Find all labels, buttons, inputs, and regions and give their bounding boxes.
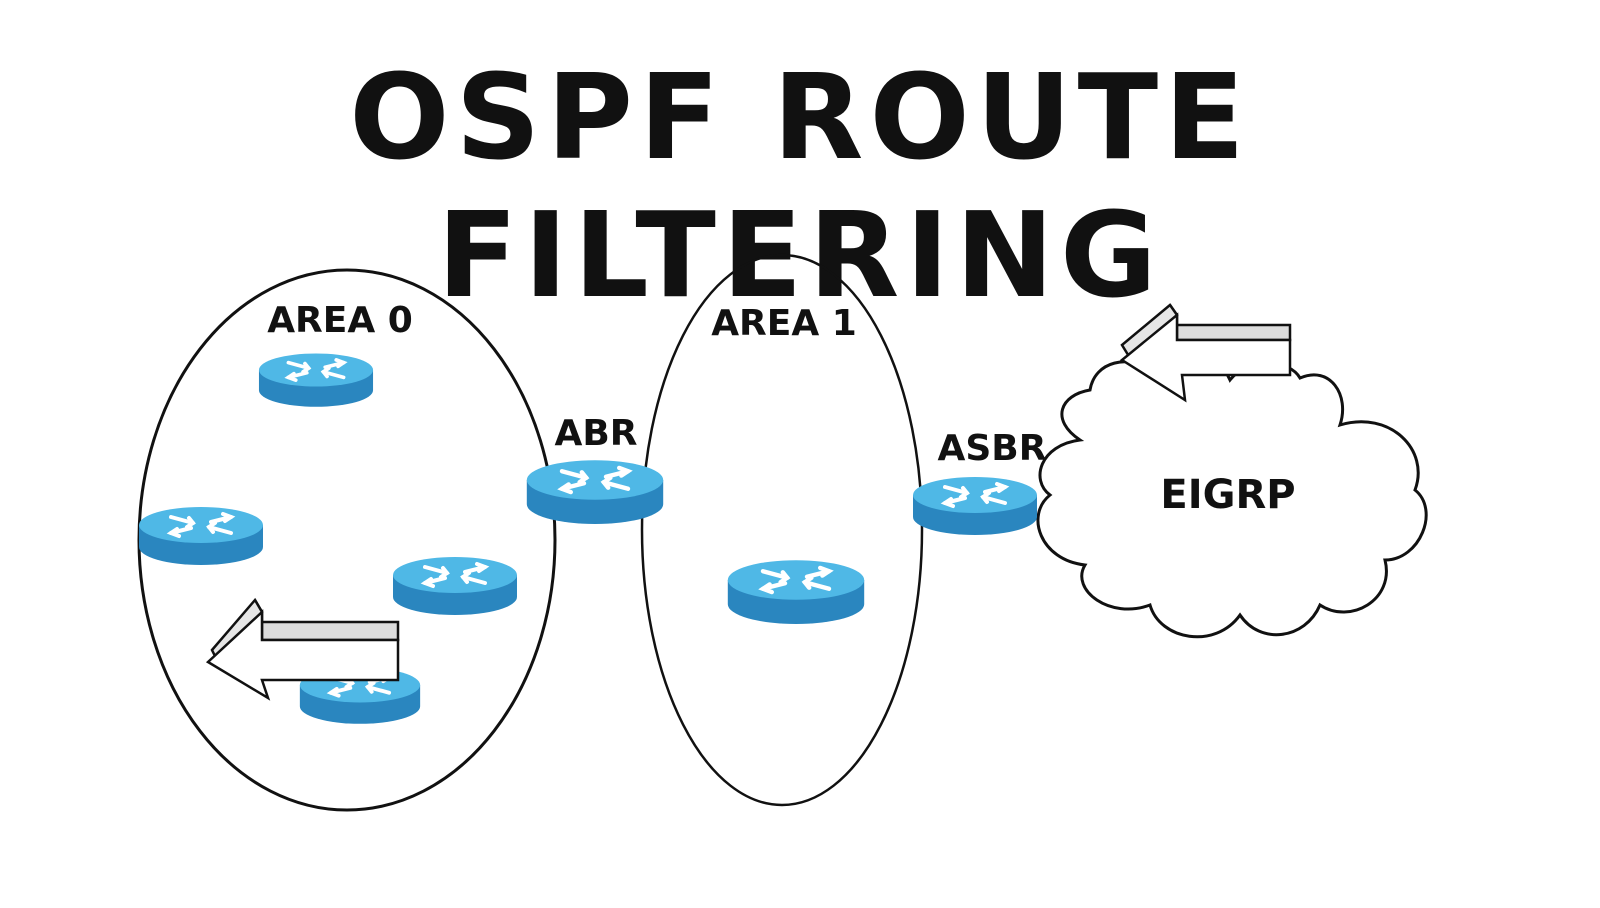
arrow-left-icon — [205, 597, 400, 701]
page-title: OSPF ROUTE FILTERING — [349, 48, 1251, 324]
eigrp-label: EIGRP — [1160, 472, 1295, 518]
router-icon[interactable] — [391, 555, 519, 617]
area0-label: AREA 0 — [267, 300, 413, 341]
abr-router-icon[interactable] — [527, 460, 663, 524]
router-icon[interactable] — [257, 351, 375, 409]
asbr-router-icon[interactable] — [911, 475, 1039, 537]
router-icon[interactable] — [137, 505, 265, 567]
arrow-left-icon — [1119, 303, 1292, 403]
area1-label: AREA 1 — [711, 303, 857, 344]
router-icon[interactable] — [728, 560, 864, 624]
abr-label: ABR — [554, 413, 637, 454]
area1-boundary — [640, 253, 924, 807]
asbr-label: ASBR — [938, 428, 1047, 469]
